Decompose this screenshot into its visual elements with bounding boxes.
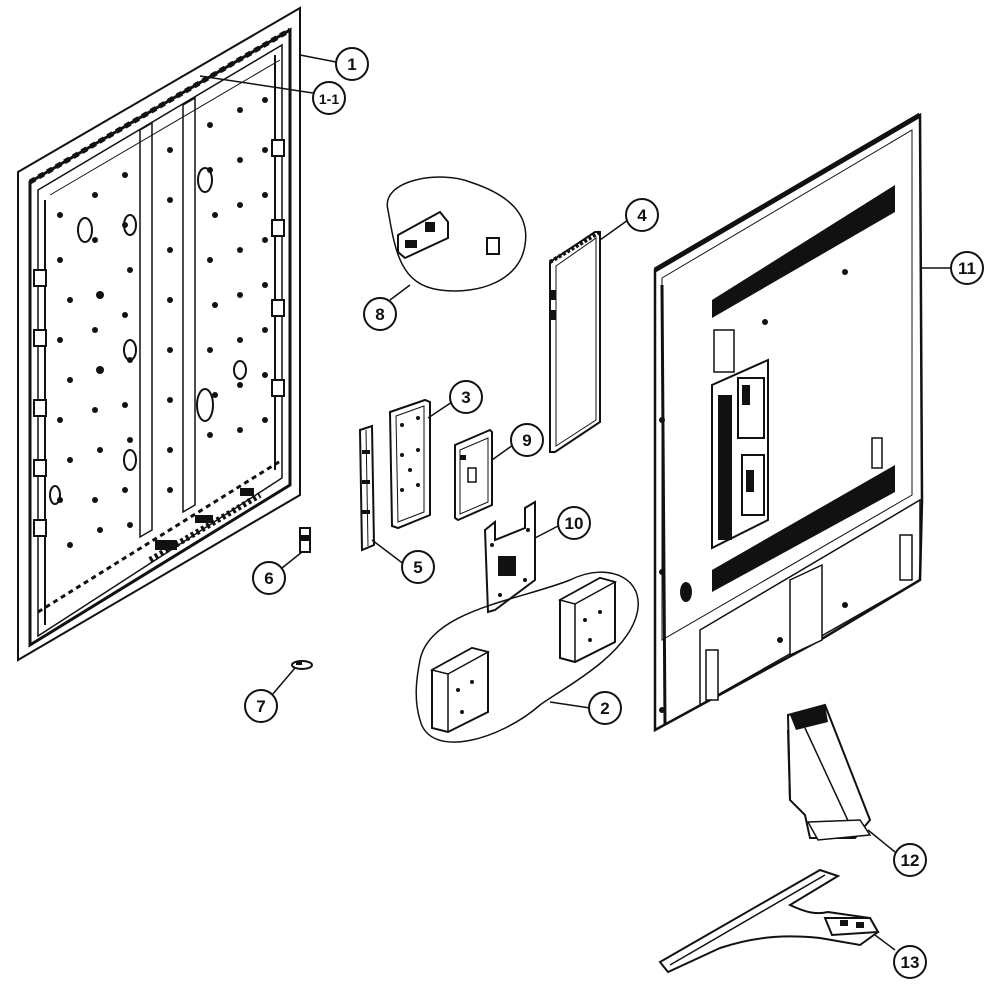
callout-8-label: 8 xyxy=(375,305,384,324)
callout-5-label: 5 xyxy=(413,558,422,577)
part-7-part xyxy=(271,660,313,696)
part-6-part xyxy=(281,527,311,569)
part-3-board xyxy=(388,398,453,530)
callout-13: 13 xyxy=(893,945,927,979)
callout-9-label: 9 xyxy=(522,431,531,450)
callout-1-label: 1 xyxy=(347,55,356,74)
callout-9: 9 xyxy=(510,423,544,457)
part-11-rear-cover xyxy=(653,112,950,733)
callout-12-label: 12 xyxy=(901,851,920,870)
callout-10: 10 xyxy=(557,506,591,540)
callout-11: 11 xyxy=(950,251,984,285)
callout-1-1: 1-1 xyxy=(312,81,346,115)
callout-3-label: 3 xyxy=(461,388,470,407)
callout-2: 2 xyxy=(588,691,622,725)
callout-4: 4 xyxy=(625,198,659,232)
callout-1: 1 xyxy=(335,47,369,81)
callout-10-label: 10 xyxy=(565,514,584,533)
callout-12: 12 xyxy=(893,843,927,877)
callout-6-label: 6 xyxy=(264,569,273,588)
callout-6: 6 xyxy=(252,561,286,595)
part-4-board xyxy=(548,219,629,453)
part-2-speakers xyxy=(415,571,639,743)
callout-2-label: 2 xyxy=(600,699,609,718)
callout-3: 3 xyxy=(449,380,483,414)
callout-13-label: 13 xyxy=(901,953,920,972)
callout-11-label: 11 xyxy=(958,259,976,278)
callout-4-label: 4 xyxy=(637,206,647,225)
part-9-board xyxy=(454,428,514,522)
part-12-stand-neck xyxy=(786,703,896,853)
callout-8: 8 xyxy=(363,297,397,331)
part-1-panel xyxy=(17,6,301,662)
callout-5: 5 xyxy=(401,550,435,584)
callout-7-label: 7 xyxy=(256,697,265,716)
callout-1-1-label: 1-1 xyxy=(319,91,339,107)
part-13-stand-base xyxy=(658,868,896,974)
part-5-bracket xyxy=(358,424,406,566)
part-8-small-parts xyxy=(386,176,527,301)
part-10-bracket xyxy=(483,500,561,614)
callout-7: 7 xyxy=(244,689,278,723)
